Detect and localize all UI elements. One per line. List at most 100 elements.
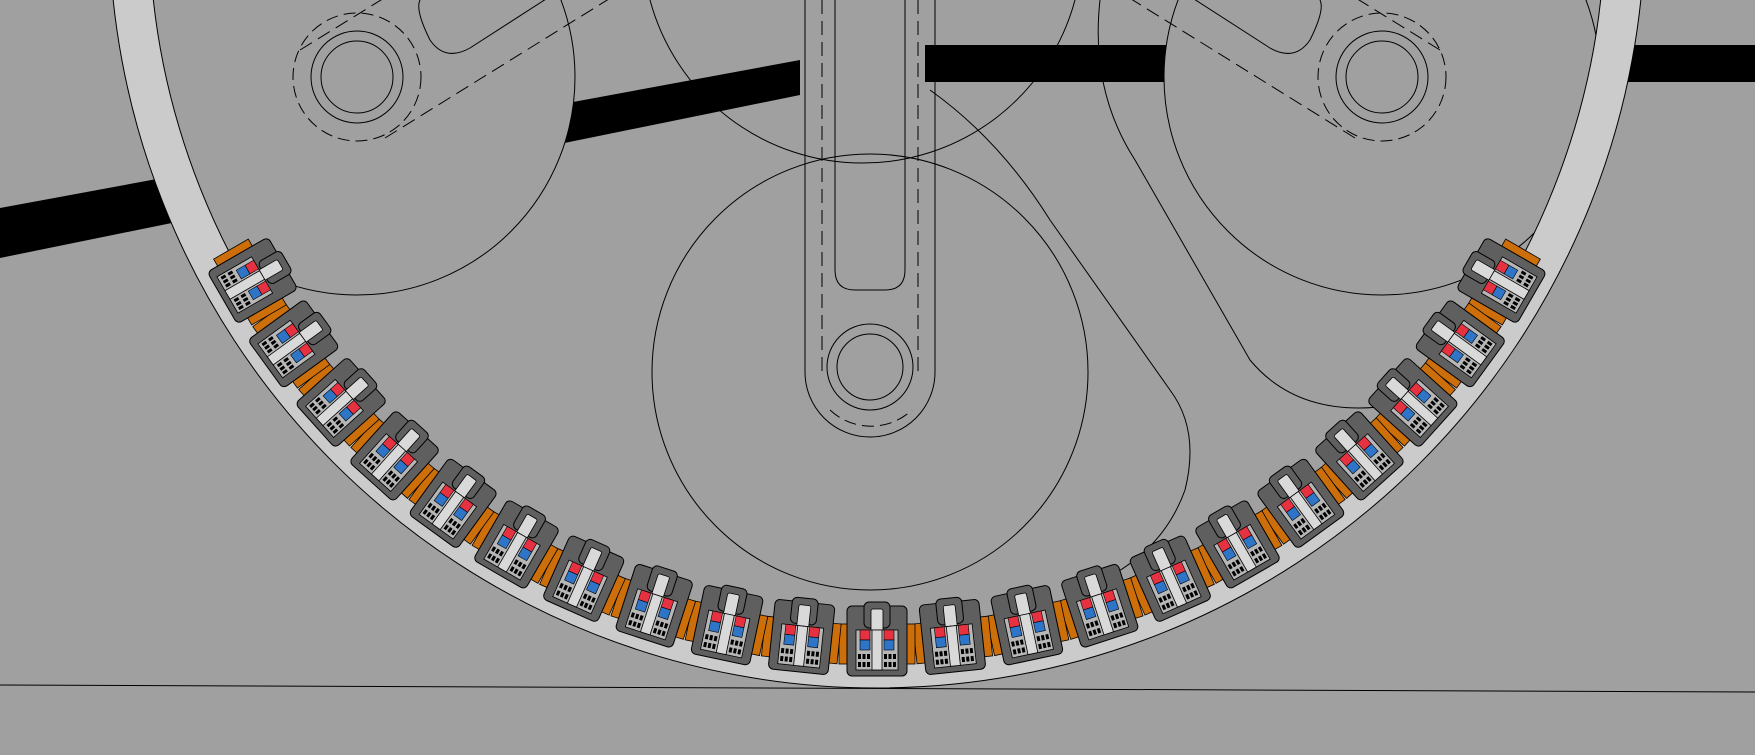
module-pin [559, 582, 564, 589]
module-pin [450, 529, 457, 536]
module-pin [970, 655, 975, 662]
rod-hub-inner [836, 333, 904, 401]
module-pin [965, 648, 969, 654]
module-pin [814, 659, 819, 665]
module-pin [1088, 630, 1093, 637]
module-pin [494, 557, 500, 564]
module-pin [1166, 593, 1172, 600]
module-pin [1158, 597, 1163, 603]
module-pin [1362, 479, 1369, 485]
module-cell-blue [1033, 620, 1046, 633]
module [912, 596, 994, 675]
module-pin [579, 600, 585, 607]
module-pin [784, 656, 788, 662]
module-cell-red [808, 626, 820, 639]
right-arm-dashed-bottom [1131, 0, 1356, 139]
module-pin [893, 662, 896, 667]
module-pin [652, 627, 658, 634]
left-crank-arm [292, 0, 609, 142]
module-pin [494, 548, 501, 555]
module-pin [728, 647, 733, 653]
module-cell-red [883, 629, 895, 641]
module-pin [1466, 369, 1472, 375]
module-pin [1433, 397, 1439, 403]
module [985, 584, 1070, 666]
module-pin [1021, 647, 1026, 653]
module-pin [655, 620, 660, 626]
module-pin [1239, 566, 1245, 572]
module-pin [1321, 502, 1327, 509]
module-cell-blue [935, 636, 947, 649]
module-cell-blue [657, 606, 672, 620]
module-pin [1359, 482, 1365, 488]
module-pin [1296, 520, 1303, 527]
module-pin [1189, 591, 1195, 598]
module-pin [279, 365, 286, 371]
module-pin [1527, 274, 1534, 280]
module-cell-blue [517, 546, 533, 562]
module-pin [730, 639, 735, 645]
module-pin [1459, 364, 1466, 370]
module-pin [1360, 470, 1367, 476]
module [350, 411, 439, 501]
module-pin [366, 461, 372, 468]
module [610, 563, 697, 648]
module-slot [370, 443, 407, 482]
module-pin [1085, 623, 1091, 629]
module-pin [1373, 458, 1379, 465]
module-pin [244, 300, 251, 306]
module-cell-blue [883, 639, 895, 651]
module-pin [222, 278, 229, 284]
module-pin [1042, 642, 1047, 649]
module-cell-blue [1463, 329, 1478, 344]
module-cell-red [957, 623, 970, 636]
module-pin [935, 659, 940, 665]
module-pin [233, 297, 240, 303]
module-pin [563, 584, 568, 591]
module-pin [229, 274, 236, 280]
center-wheel [651, 153, 1089, 591]
module-cell-blue [496, 534, 512, 550]
module-slot [1488, 270, 1530, 300]
module-pin [315, 409, 321, 415]
module [408, 458, 497, 548]
module-cell-blue [708, 620, 721, 633]
module-pin [1366, 476, 1372, 482]
module-pin [663, 623, 669, 629]
module-pin [587, 604, 593, 611]
module-pin [1257, 555, 1264, 562]
module-pin [1322, 511, 1328, 518]
module-slot [1227, 531, 1257, 573]
module-pin [944, 658, 949, 664]
module-pin [659, 621, 664, 628]
module-pin [788, 656, 793, 663]
module-slot [1091, 593, 1115, 636]
module-slot [431, 490, 465, 531]
module-pin [443, 524, 449, 531]
module-pin [231, 278, 238, 284]
top-wheel-arc [649, 0, 1076, 164]
module-pin [1038, 643, 1043, 650]
module-pin [220, 274, 227, 280]
module-pin [960, 648, 965, 655]
module-pin [521, 563, 527, 570]
module-pin [806, 650, 811, 656]
module-pin [1516, 278, 1523, 284]
module [1415, 300, 1505, 389]
module-pin [235, 300, 242, 307]
module [296, 358, 386, 447]
module-pin [1114, 613, 1120, 620]
right-arm-dashed-top [1358, 0, 1441, 51]
module [1128, 535, 1215, 622]
module-pin [732, 648, 737, 654]
module-pin [1162, 595, 1168, 602]
module-slot [1289, 490, 1323, 531]
module [471, 500, 559, 589]
module [1457, 238, 1546, 326]
module-pin [1227, 563, 1233, 570]
module-pin [632, 621, 637, 627]
module-cell-blue [731, 625, 745, 638]
module-pin [1471, 361, 1478, 368]
module-pin [636, 622, 642, 629]
module-pin [391, 473, 397, 479]
